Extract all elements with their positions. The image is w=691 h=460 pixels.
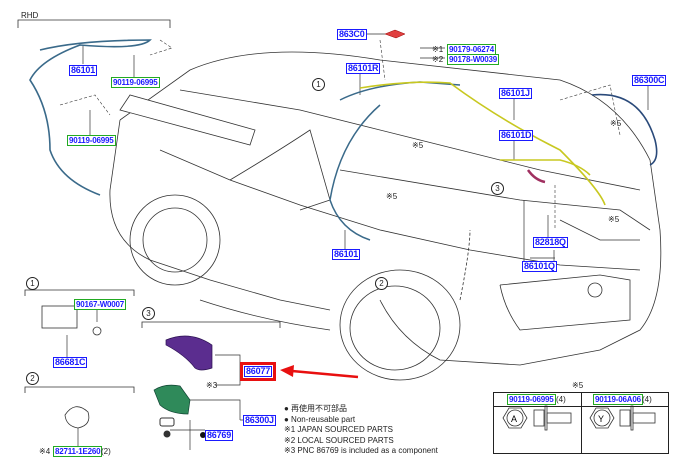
bolt-90167-drawing [92, 326, 102, 336]
part-86681c-drawing [41, 305, 78, 329]
non-reusable-dot [200, 432, 206, 438]
group2-bracket [24, 386, 135, 393]
callout-1[interactable]: 1 [312, 78, 325, 91]
note-5-b: ※5 [386, 192, 398, 201]
legend-line-3: ※1 JAPAN SOURCED PARTS [284, 425, 393, 434]
part-82711-1e260[interactable]: 82711-1E260 [53, 446, 103, 457]
part-86101-main[interactable]: 86101 [332, 249, 361, 260]
rhd-title: RHD [21, 11, 39, 20]
bolt-table-title: ※5 [572, 381, 584, 390]
note-5-c: ※5 [610, 119, 622, 128]
legend: ● 再使用不可部品 ● Non-reusable part ※1 JAPAN S… [284, 404, 438, 457]
legend-line-5: ※3 PNC 86769 is included as a component [284, 446, 438, 455]
note-4: ※4 [39, 447, 51, 456]
antenna-cover-86077 [165, 335, 213, 371]
qty-a: (4) [556, 395, 566, 404]
group2-callout: 2 [26, 372, 39, 385]
part-82711-qty: (2) [101, 447, 111, 456]
front-harness [329, 81, 461, 241]
part-90119-06a06-table[interactable]: 90119-06A06 [593, 394, 643, 405]
note-5-d: ※5 [608, 215, 620, 224]
part-90167-w0007[interactable]: 90167-W0007 [74, 299, 127, 310]
nut-86769 [163, 430, 171, 438]
part-86300j[interactable]: 86300J [243, 415, 276, 426]
legend-line-1: ● 再使用不可部品 [284, 404, 348, 413]
qty-y: (4) [642, 395, 652, 404]
note-2: ※2 [432, 55, 444, 64]
part-86681c[interactable]: 86681C [53, 357, 88, 368]
part-90119-06995-b[interactable]: 90119-06995 [67, 135, 116, 146]
note-5-a: ※5 [412, 141, 424, 150]
legend-line-2: ● Non-reusable part [284, 414, 356, 424]
mark-y: Y [598, 414, 604, 424]
part-86077[interactable]: 86077 [244, 366, 273, 377]
callout-2[interactable]: 2 [375, 277, 388, 290]
part-86300c[interactable]: 86300C [632, 75, 667, 86]
part-86101q[interactable]: 86101Q [522, 261, 557, 272]
part-86101d[interactable]: 86101D [499, 130, 534, 141]
callout-3[interactable]: 3 [491, 182, 504, 195]
legend-line-4: ※2 LOCAL SOURCED PARTS [284, 435, 394, 445]
part-90119-06995-a[interactable]: 90119-06995 [111, 77, 160, 88]
highlight-box: 86077 [240, 362, 277, 381]
group3-callout: 3 [142, 307, 155, 320]
rhd-bracket [17, 19, 171, 28]
bolt-table: 90119-06995 (4) 90119-06A06 (4) [493, 392, 669, 454]
harness-86300c [591, 93, 658, 166]
part-86101r[interactable]: 86101R [346, 63, 381, 74]
note-3: ※3 [206, 381, 218, 390]
dashed-guides [59, 39, 621, 230]
group1-bracket [24, 289, 135, 296]
part-90119-06995-table[interactable]: 90119-06995 [507, 394, 556, 405]
part-863c0-drawing [384, 29, 406, 39]
clip-82711-drawing [64, 406, 90, 429]
rhd-harness [29, 39, 152, 196]
group3-bracket [141, 321, 281, 328]
car-outline [109, 51, 662, 381]
part-863c0[interactable]: 863C0 [337, 29, 367, 40]
gasket [159, 417, 175, 427]
rear-harness-d [500, 159, 591, 176]
highlight-arrow [280, 365, 359, 379]
mark-a: A [511, 414, 517, 424]
rear-harness-j [359, 81, 606, 206]
part-86101-rhd[interactable]: 86101 [69, 65, 98, 76]
part-90178-w0039[interactable]: 90178-W0039 [447, 54, 500, 65]
bolt-table-divider [581, 393, 582, 453]
antenna-base-86300j [153, 384, 191, 415]
harness-86101q [526, 169, 546, 184]
part-86101j[interactable]: 86101J [499, 88, 532, 99]
group1-callout: 1 [26, 277, 39, 290]
part-82818q[interactable]: 82818Q [533, 237, 568, 248]
note-1: ※1 [432, 45, 444, 54]
part-86769[interactable]: 86769 [205, 430, 234, 441]
